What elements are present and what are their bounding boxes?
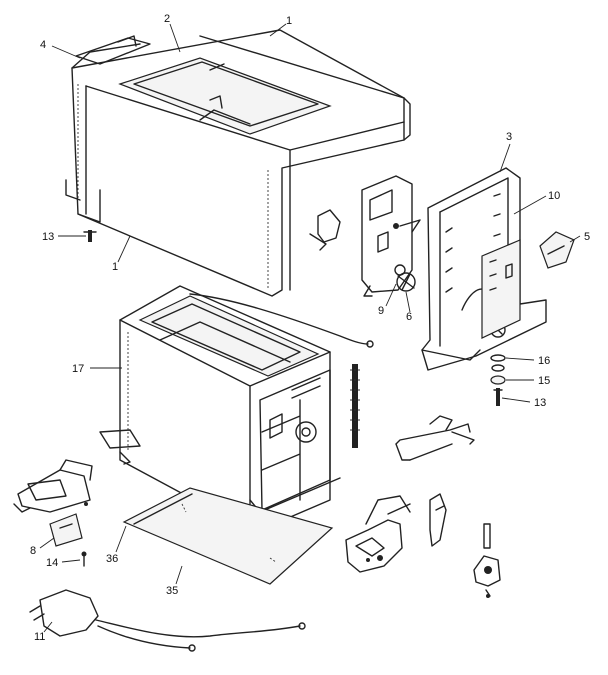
callout-9: 9 bbox=[378, 305, 384, 317]
power-cord-plug bbox=[29, 589, 306, 652]
callout-8: 8 bbox=[30, 545, 36, 557]
cord-clamp-assembly bbox=[13, 459, 93, 513]
callout-1-bottom: 1 bbox=[112, 261, 118, 273]
decal-plate bbox=[481, 239, 521, 339]
left-screw bbox=[83, 230, 97, 242]
fastener-stack bbox=[490, 354, 506, 406]
top-trim bbox=[75, 35, 151, 65]
top-housing-shell bbox=[65, 29, 411, 297]
callout-6: 6 bbox=[406, 311, 412, 323]
callout-16: 16 bbox=[538, 355, 550, 367]
lever-bracket bbox=[395, 415, 475, 461]
callout-14: 14 bbox=[46, 557, 58, 569]
knob bbox=[539, 231, 575, 269]
callout-labels: 1 2 4 3 10 5 13 1 9 6 16 15 13 17 8 14 3… bbox=[30, 13, 590, 643]
callout-35: 35 bbox=[166, 585, 178, 597]
power-cord-lead bbox=[189, 293, 374, 348]
switch-assembly bbox=[345, 495, 411, 573]
leader-lines bbox=[39, 23, 581, 633]
callout-15: 15 bbox=[538, 375, 550, 387]
callout-13-right: 13 bbox=[534, 397, 546, 409]
callout-3: 3 bbox=[506, 131, 512, 143]
crumb-plate bbox=[122, 487, 334, 585]
spring bbox=[350, 364, 360, 448]
terminal-post bbox=[473, 523, 501, 598]
crumb-tray bbox=[118, 57, 332, 135]
lower-chassis bbox=[99, 285, 341, 553]
callout-13-left: 13 bbox=[42, 231, 54, 243]
screw-small bbox=[81, 551, 87, 567]
callout-1-top: 1 bbox=[286, 15, 292, 27]
callout-5: 5 bbox=[584, 231, 590, 243]
callout-10: 10 bbox=[548, 190, 560, 202]
callout-2: 2 bbox=[164, 13, 170, 25]
clamp-plate bbox=[49, 513, 83, 547]
callout-4: 4 bbox=[40, 39, 46, 51]
callout-11: 11 bbox=[34, 631, 45, 643]
callout-17: 17 bbox=[72, 363, 84, 375]
callout-36: 36 bbox=[106, 553, 118, 565]
contact-clip bbox=[429, 493, 447, 547]
control-mechanism bbox=[309, 175, 421, 297]
